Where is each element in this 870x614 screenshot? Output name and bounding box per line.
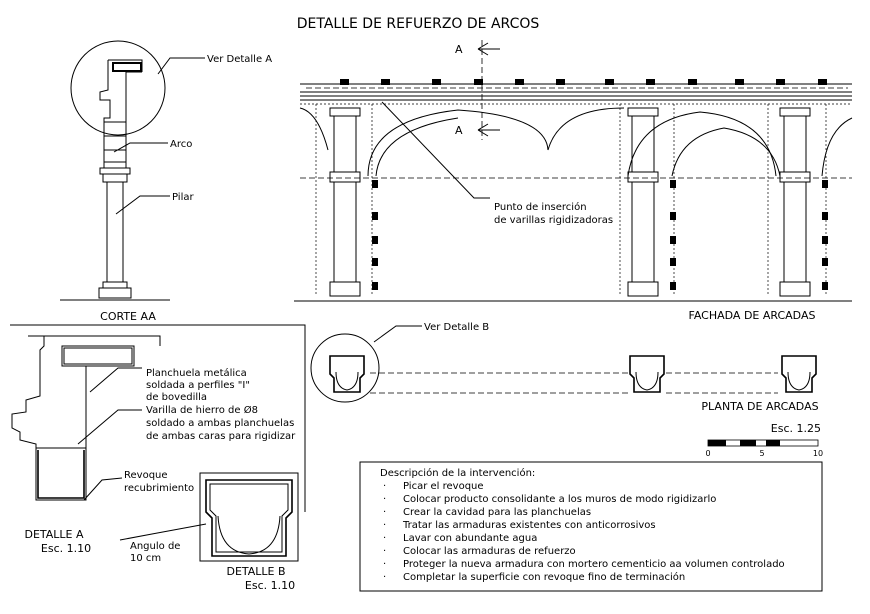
detalle-b-section: Angulo de 10 cm DETALLE B Esc. 1.10 (119, 472, 299, 592)
planchuela-block (61, 345, 135, 367)
bullet: · (383, 559, 386, 570)
planchuela-label-3: de bovedilla (146, 392, 207, 403)
planta-pier-1 (329, 355, 365, 393)
detalle-a-callout-circle (70, 40, 166, 136)
column-2 (627, 107, 659, 297)
descripcion-item: Crear la cavidad para las planchuelas (403, 507, 591, 518)
descripcion-item: Colocar producto consolidante a los muro… (403, 494, 716, 505)
fachada-label: FACHADA DE ARCADAS (689, 309, 816, 322)
scale-tick-0: 0 (705, 449, 710, 458)
planta-label: PLANTA DE ARCADAS (701, 400, 818, 413)
bullet: · (383, 520, 386, 531)
reinforcement-blocks-top (340, 79, 827, 85)
pilar-label: Pilar (172, 192, 194, 203)
drawing-title: DETALLE DE REFUERZO DE ARCOS (297, 16, 540, 32)
descripcion-item: Completar la superficie con revoque fino… (403, 571, 685, 583)
descripcion-frame (359, 461, 823, 592)
angulo-label-1: Angulo de (130, 541, 180, 552)
detalle-a-label: DETALLE A (24, 528, 84, 541)
section-marker-top: A (455, 43, 463, 56)
punto-label-1: Punto de inserción (494, 201, 587, 213)
arco-label: Arco (170, 139, 192, 150)
planta-scale: Esc. 1.25 (771, 422, 821, 435)
descripcion-item: Tratar las armaduras existentes con anti… (402, 520, 656, 531)
detalle-b-scale: Esc. 1.10 (245, 579, 295, 592)
descripcion-list: · Picar el revoque · Colocar producto co… (383, 481, 785, 583)
fachada-section: A A (294, 40, 853, 322)
varilla-label-2: soldado a ambas planchuelas (146, 418, 294, 429)
detalle-b-frame (199, 472, 299, 562)
angulo-label-2: 10 cm (130, 553, 161, 564)
column-1 (329, 107, 361, 297)
planta-section: Ver Detalle B PLANTA DE ARCADAS Esc. 1.2… (310, 322, 823, 458)
corte-aa-section: Ver Detalle A Arco Pilar CORTE AA (60, 40, 272, 323)
bullet: · (383, 494, 386, 505)
planta-pier-3 (781, 355, 817, 393)
revoque-label-1: Revoque (124, 470, 168, 481)
descripcion-heading: Descripción de la intervención: (380, 467, 535, 479)
descripcion-item: Lavar con abundante agua (403, 533, 537, 544)
descripcion-item: Colocar las armaduras de refuerzo (403, 546, 576, 557)
planchuela-label-2: soldada a perfiles "I" (146, 380, 250, 391)
punto-label-2: de varillas rigidizadoras (494, 215, 613, 226)
corte-aa-label: CORTE AA (100, 310, 156, 323)
column-3 (779, 107, 811, 297)
ver-detalle-a-callout: Ver Detalle A (207, 54, 272, 65)
bullet: · (383, 507, 386, 518)
reinforcement-blocks-side (372, 180, 828, 290)
scale-bar: 0 5 10 (705, 439, 823, 458)
descripcion-item: Proteger la nueva armadura con mortero c… (403, 559, 785, 570)
detalle-b-callout-circle (310, 333, 380, 403)
descripcion-item: Picar el revoque (403, 481, 484, 492)
varilla-label-1: Varilla de hierro de Ø8 (146, 404, 258, 416)
ver-detalle-b-callout: Ver Detalle B (424, 322, 489, 333)
bullet: · (383, 481, 386, 492)
bullet: · (383, 572, 386, 583)
planta-pier-2 (629, 355, 665, 393)
bullet: · (383, 546, 386, 557)
scale-tick-5: 5 (759, 449, 764, 458)
descripcion-box: Descripción de la intervención: · Picar … (359, 461, 823, 592)
scale-tick-10: 10 (813, 449, 823, 458)
section-marker-bottom: A (455, 124, 463, 137)
bullet: · (383, 533, 386, 544)
planchuela-label-1: Planchuela metálica (146, 367, 247, 379)
detalle-a-scale: Esc. 1.10 (41, 542, 91, 555)
detalle-a-section: Planchuela metálica soldada a perfiles "… (10, 324, 306, 555)
detalle-b-label: DETALLE B (226, 565, 285, 578)
varilla-label-3: de ambas caras para rigidizar (146, 431, 296, 442)
revoque-label-2: recubrimiento (124, 483, 194, 494)
